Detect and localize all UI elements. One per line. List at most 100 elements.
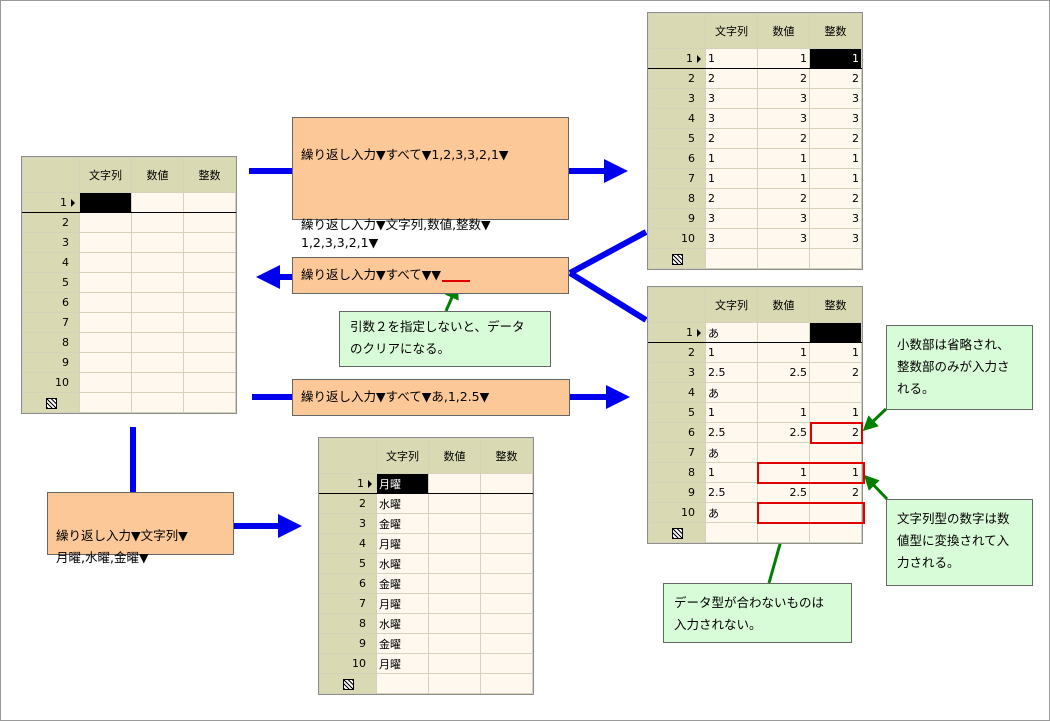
grid-cell[interactable]: 3 xyxy=(705,228,758,249)
column-header[interactable]: 整数 xyxy=(480,438,533,474)
grid-cell[interactable]: 3 xyxy=(705,208,758,229)
grid-cell[interactable]: 1 xyxy=(705,402,758,423)
grid-cell[interactable] xyxy=(131,232,184,253)
grid-cell[interactable] xyxy=(131,252,184,273)
grid-cell[interactable]: 3 xyxy=(705,108,758,129)
grid-cell[interactable]: 3 xyxy=(809,88,862,109)
grid-cell[interactable] xyxy=(480,513,533,534)
row-header[interactable]: 9 xyxy=(648,208,706,229)
grid-cell[interactable] xyxy=(428,673,481,694)
row-header[interactable]: 5 xyxy=(319,553,377,574)
row-header[interactable]: 1 xyxy=(648,48,706,69)
grid-cell[interactable]: 3 xyxy=(757,208,810,229)
grid-cell[interactable]: あ xyxy=(705,502,758,523)
grid-cell[interactable] xyxy=(183,272,236,293)
row-header[interactable]: 3 xyxy=(319,513,377,534)
row-header[interactable]: 5 xyxy=(648,402,706,423)
grid-cell[interactable]: 2 xyxy=(809,362,862,383)
grid-cell[interactable] xyxy=(480,533,533,554)
grid-cell[interactable]: 金曜 xyxy=(376,513,429,534)
grid-cell[interactable]: 2 xyxy=(809,188,862,209)
grid-cell[interactable] xyxy=(131,392,184,413)
grid-cell[interactable] xyxy=(428,553,481,574)
grid-cell[interactable] xyxy=(480,653,533,674)
grid-cell[interactable] xyxy=(428,653,481,674)
grid-cell[interactable] xyxy=(183,192,236,213)
grid-cell[interactable] xyxy=(480,493,533,514)
grid-cell[interactable] xyxy=(428,613,481,634)
grid-cell[interactable]: 2.5 xyxy=(705,482,758,503)
grid-cell[interactable] xyxy=(480,553,533,574)
column-header[interactable]: 数値 xyxy=(131,157,184,193)
row-header[interactable]: 8 xyxy=(22,332,80,353)
grid-cell[interactable]: 1 xyxy=(809,342,862,363)
grid-cell[interactable] xyxy=(428,473,481,494)
grid-cell[interactable]: 1 xyxy=(809,148,862,169)
grid-cell[interactable]: 2.5 xyxy=(757,482,810,503)
column-header[interactable]: 数値 xyxy=(757,13,810,49)
row-header[interactable]: 7 xyxy=(22,312,80,333)
row-header[interactable]: 7 xyxy=(648,168,706,189)
column-header[interactable]: 文字列 xyxy=(376,438,429,474)
column-header[interactable]: 文字列 xyxy=(705,13,758,49)
grid-cell[interactable] xyxy=(131,292,184,313)
grid-cell[interactable]: 1 xyxy=(705,48,758,69)
row-header[interactable]: 2 xyxy=(648,68,706,89)
grid-cell[interactable] xyxy=(183,372,236,393)
grid-cell[interactable]: 金曜 xyxy=(376,633,429,654)
grid-cell[interactable] xyxy=(183,292,236,313)
grid-cell[interactable]: 水曜 xyxy=(376,613,429,634)
grid-cell[interactable] xyxy=(480,673,533,694)
grid-cell[interactable] xyxy=(705,522,758,543)
grid-cell[interactable]: 3 xyxy=(809,228,862,249)
grid-cell[interactable]: 1 xyxy=(809,402,862,423)
grid-cell[interactable] xyxy=(809,322,862,343)
row-header[interactable]: 10 xyxy=(22,372,80,393)
row-header[interactable]: 5 xyxy=(648,128,706,149)
row-header[interactable]: 7 xyxy=(319,593,377,614)
grid-cell[interactable] xyxy=(79,192,132,213)
grid-cell[interactable]: 1 xyxy=(809,48,862,69)
grid-cell[interactable] xyxy=(79,232,132,253)
grid-cell[interactable] xyxy=(480,473,533,494)
grid-cell[interactable]: 2.5 xyxy=(757,422,810,443)
row-header[interactable]: 5 xyxy=(22,272,80,293)
grid-cell[interactable] xyxy=(79,272,132,293)
grid-cell[interactable] xyxy=(428,533,481,554)
row-header[interactable]: 4 xyxy=(22,252,80,273)
grid-cell[interactable]: 2 xyxy=(705,128,758,149)
grid-cell[interactable]: 2 xyxy=(809,482,862,503)
grid-cell[interactable] xyxy=(757,248,810,269)
row-header[interactable]: 1 xyxy=(319,473,377,494)
grid-cell[interactable]: 2.5 xyxy=(705,362,758,383)
new-row-header[interactable] xyxy=(648,248,706,269)
grid-cell[interactable]: 1 xyxy=(809,168,862,189)
grid-cell[interactable] xyxy=(757,382,810,403)
grid-cell[interactable] xyxy=(809,522,862,543)
new-row-header[interactable] xyxy=(22,392,80,413)
grid-cell[interactable] xyxy=(376,673,429,694)
grid-corner[interactable] xyxy=(648,287,706,323)
new-row-header[interactable] xyxy=(319,673,377,694)
column-header[interactable]: 整数 xyxy=(183,157,236,193)
new-row-header[interactable] xyxy=(648,522,706,543)
grid-cell[interactable] xyxy=(79,212,132,233)
grid-cell[interactable]: 2 xyxy=(757,68,810,89)
grid-cell[interactable]: 3 xyxy=(705,88,758,109)
row-header[interactable]: 10 xyxy=(648,502,706,523)
grid-cell[interactable] xyxy=(131,272,184,293)
grid-cell[interactable] xyxy=(79,252,132,273)
grid-cell[interactable] xyxy=(183,392,236,413)
grid-cell[interactable] xyxy=(79,312,132,333)
row-header[interactable]: 1 xyxy=(22,192,80,213)
grid-cell[interactable] xyxy=(428,593,481,614)
grid-cell[interactable]: 2.5 xyxy=(705,422,758,443)
grid-cell[interactable]: 2 xyxy=(757,128,810,149)
grid-cell[interactable]: 2 xyxy=(757,188,810,209)
grid-cell[interactable] xyxy=(79,332,132,353)
grid-corner[interactable] xyxy=(648,13,706,49)
grid-cell[interactable] xyxy=(131,332,184,353)
row-header[interactable]: 1 xyxy=(648,322,706,343)
grid-cell[interactable] xyxy=(131,352,184,373)
row-header[interactable]: 10 xyxy=(319,653,377,674)
